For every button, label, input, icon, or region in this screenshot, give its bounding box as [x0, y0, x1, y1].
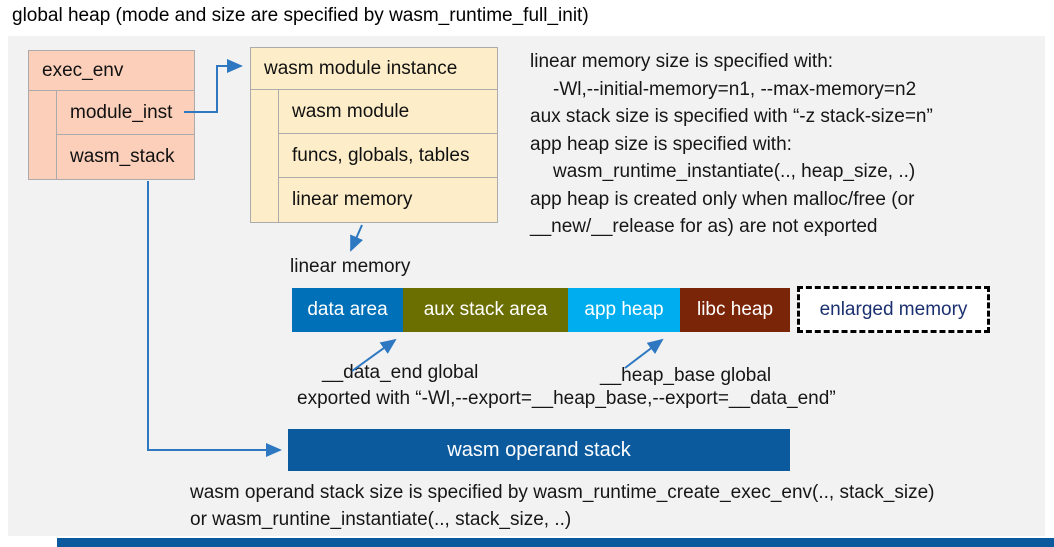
- module-instance-row-wasm-module: wasm module: [278, 90, 497, 134]
- footer-line: wasm operand stack size is specified by …: [190, 482, 935, 503]
- data-end-global-label: __data_end global: [322, 362, 479, 383]
- footer-line: or wasm_runtine_instantiate(.., stack_si…: [190, 508, 572, 530]
- heap-base-global-label: __heap_base global: [600, 365, 772, 386]
- note-line: app heap is created only when malloc/fre…: [530, 188, 915, 210]
- global-heap-bar: [57, 538, 1054, 547]
- size-notes: linear memory size is specified with: -W…: [530, 48, 1035, 241]
- diagram-title: global heap (mode and size are specified…: [12, 5, 589, 26]
- export-flags-note: exported with “-Wl,--export=__heap_base,…: [297, 388, 836, 409]
- module-instance-box: wasm module instance wasm module funcs, …: [250, 47, 498, 223]
- segment-libc-heap: libc heap: [680, 288, 790, 332]
- note-line: wasm_runtime_instantiate(.., heap_size, …: [553, 161, 916, 182]
- note-line: linear memory size is specified with:: [530, 51, 834, 72]
- note-line: aux stack size is specified with “-z sta…: [530, 106, 933, 127]
- wasm-operand-stack-bar: wasm operand stack: [288, 429, 790, 471]
- exec-env-header: exec_env: [29, 51, 194, 91]
- segment-enlarged-memory: enlarged memory: [797, 286, 990, 333]
- exec-env-row-module-inst: module_inst: [56, 91, 194, 135]
- module-instance-row-linear-memory: linear memory: [278, 178, 497, 222]
- note-line: __new/__release for as) are not exported: [530, 216, 878, 237]
- operand-stack-size-note: wasm operand stack size is specified by …: [190, 480, 935, 533]
- segment-aux-stack-area: aux stack area: [403, 288, 568, 332]
- exec-env-row-wasm-stack: wasm_stack: [56, 135, 194, 179]
- note-line: app heap size is specified with:: [530, 133, 792, 155]
- linear-memory-label: linear memory: [290, 256, 411, 277]
- exec-env-box: exec_env module_inst wasm_stack: [28, 50, 195, 180]
- module-instance-row-funcs-globals-tables: funcs, globals, tables: [278, 134, 497, 178]
- segment-data-area: data area: [292, 288, 403, 332]
- module-instance-header: wasm module instance: [251, 48, 497, 90]
- note-line: -Wl,--initial-memory=n1, --max-memory=n2: [553, 78, 917, 100]
- segment-app-heap: app heap: [568, 288, 680, 332]
